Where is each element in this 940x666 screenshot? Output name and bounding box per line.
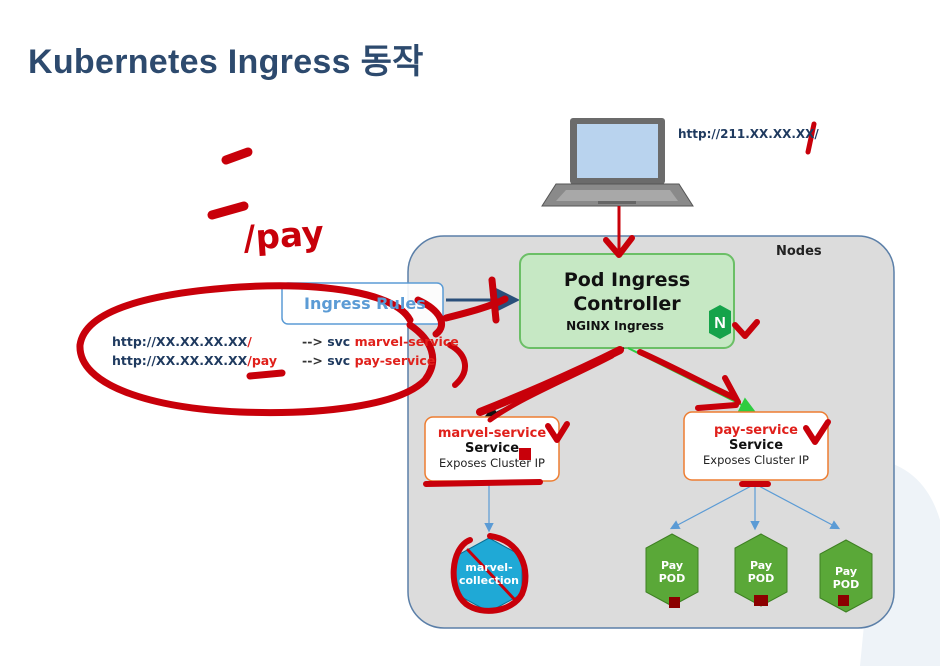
- route-url-base: http://XX.XX.XX.XX: [112, 353, 248, 368]
- route-target-2: --> svc pay-service: [302, 353, 435, 368]
- annotation-scribble-rules: [414, 276, 509, 338]
- route-url-base: http://XX.XX.XX.XX: [112, 334, 248, 349]
- marvel-service-mark: [519, 448, 531, 460]
- pay-pod-1-label: Pay POD: [658, 559, 686, 585]
- pay-pod-1-mark: [669, 597, 680, 608]
- laptop-icon: [541, 118, 694, 207]
- annotation-dash-2: [207, 201, 249, 220]
- annotation-check-pay: [803, 419, 831, 445]
- pay-pod-3-mark: [838, 595, 849, 606]
- route-service: pay-service: [354, 353, 436, 368]
- service-description: Exposes Cluster IP: [439, 456, 545, 470]
- annotation-underline-pay: [246, 369, 286, 380]
- route-row-2: http://XX.XX.XX.XX/pay: [112, 353, 277, 368]
- pay-to-pod3-arrow: [754, 483, 841, 530]
- annotation-underline-marvel: [423, 479, 543, 487]
- ingress-rules-label: Ingress Rules: [304, 294, 426, 313]
- controller-title-line1: Pod Ingress: [563, 269, 691, 291]
- annotation-check-arrow-top: [603, 235, 635, 258]
- annotation-hook-left: [447, 342, 468, 388]
- service-kind: Service: [464, 441, 520, 456]
- annotation-dash-1: [221, 147, 253, 165]
- ingress-controller-box: [519, 253, 735, 349]
- annotation-thick-arrow-right: [637, 349, 738, 401]
- route-service: marvel-service: [354, 334, 459, 349]
- controller-title-line2: Controller: [573, 293, 681, 315]
- pay-pod-2-mark: [754, 595, 768, 606]
- annotation-slash-url: [805, 121, 817, 155]
- pay-pod-3-shape: [819, 539, 873, 613]
- annotation-check-marvel: [545, 421, 570, 443]
- nodes-label: Nodes: [776, 244, 822, 259]
- service-description: Exposes Cluster IP: [703, 453, 809, 467]
- annotation-circle-marvel-pod: [450, 533, 529, 614]
- annotation-scribble-pay-arrow: [695, 375, 741, 411]
- pay-pod-2-label: Pay POD: [747, 559, 775, 585]
- route-url-path: /pay: [247, 353, 277, 368]
- route-svc-prefix: svc: [327, 353, 351, 368]
- route-arrow: -->: [302, 353, 323, 368]
- service-name: pay-service: [714, 423, 798, 438]
- pay-service-box: [683, 411, 829, 481]
- route-target-1: --> svc marvel-service: [302, 334, 459, 349]
- marvel-service-labels: marvel-service Service Exposes Cluster I…: [425, 426, 559, 470]
- controller-subtitle: NGINX Ingress: [566, 319, 664, 333]
- pay-pod-3-label: Pay POD: [832, 565, 860, 591]
- route-svc-prefix: svc: [327, 334, 351, 349]
- nginx-logo-icon: N: [709, 305, 731, 339]
- client-url: http://211.XX.XX.XX/: [678, 127, 819, 141]
- route-arrow: -->: [302, 334, 323, 349]
- page-title: Kubernetes Ingress 동작: [28, 43, 424, 81]
- controller-title: Pod Ingress Controller: [520, 268, 734, 316]
- service-kind: Service: [728, 438, 784, 453]
- service-name: marvel-service: [437, 426, 547, 441]
- route-url-path: /: [247, 334, 252, 349]
- annotation-handwritten-pay: /pay: [242, 213, 325, 259]
- annotation-thick-arrow-left-2: [487, 353, 615, 423]
- pay-service-labels: pay-service Service Exposes Cluster IP: [684, 423, 828, 467]
- handwritten-annotations: [76, 121, 831, 614]
- annotation-cross-marvel-pod: [466, 548, 517, 602]
- nginx-logo-letter: N: [714, 315, 726, 332]
- marvel-pod-label: marvel- collection: [458, 561, 520, 587]
- annotation-ellipse: [76, 282, 437, 417]
- route-row-1: http://XX.XX.XX.XX/: [112, 334, 252, 349]
- pay-to-pod1-arrow: [669, 483, 756, 530]
- annotation-check-controller: [732, 319, 760, 339]
